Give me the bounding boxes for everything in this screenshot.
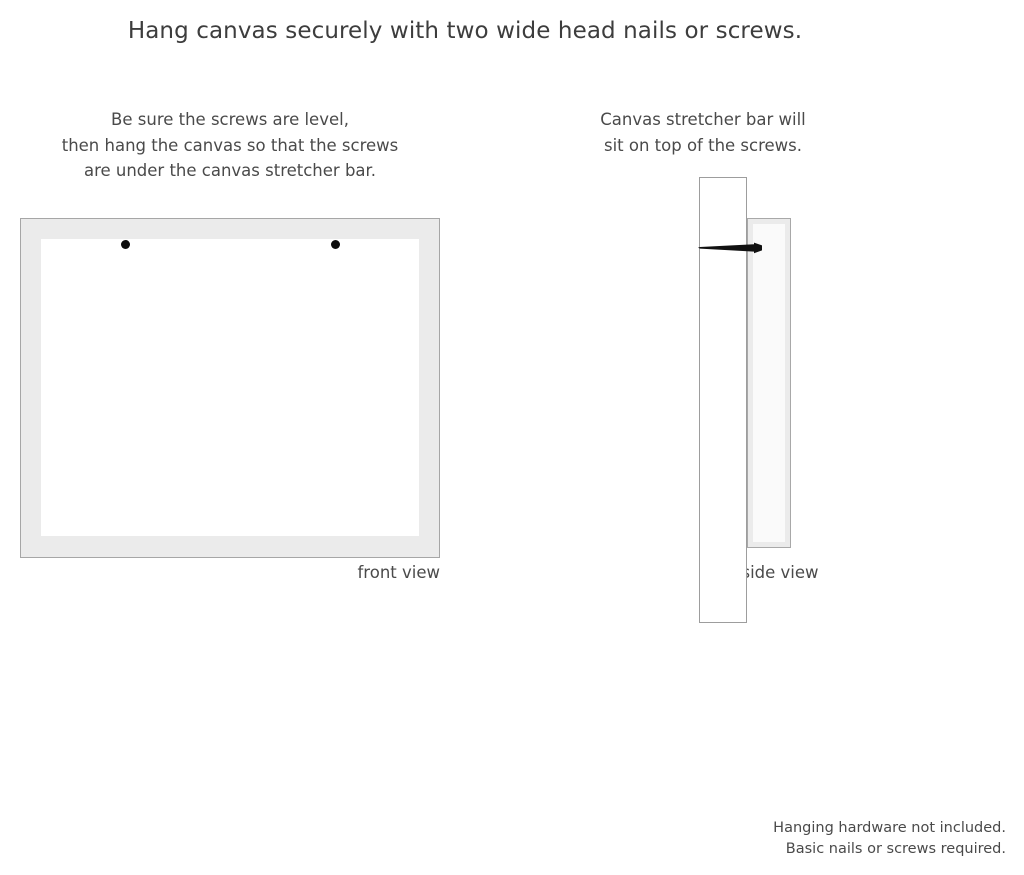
canvas-stretcher-bar-inner — [753, 224, 785, 542]
canvas-stretcher-bar-side — [747, 218, 791, 548]
canvas-face-front — [41, 239, 419, 536]
front-view-caption-line-1: Be sure the screws are level, — [111, 110, 349, 129]
side-view-caption-line-1: Canvas stretcher bar will — [600, 110, 806, 129]
footer-line-2: Basic nails or screws required. — [785, 841, 1006, 857]
front-view-caption-line-3: are under the canvas stretcher bar. — [83, 161, 377, 180]
side-view-caption-line-2: sit on top of the screws. — [603, 135, 803, 155]
front-view-caption: Be sure the screws are level, then hang … — [10, 107, 450, 184]
side-view-diagram — [698, 177, 809, 627]
front-view-label: front view — [357, 563, 441, 582]
screw-head-left-icon — [121, 240, 130, 249]
wall-side — [699, 177, 747, 623]
footer-disclaimer: Hanging hardware not included. Basic nai… — [566, 818, 1006, 860]
side-view-label: side view — [741, 563, 819, 582]
page-title: Hang canvas securely with two wide head … — [127, 18, 803, 44]
side-view-caption: Canvas stretcher bar will sit on top of … — [553, 107, 853, 158]
screw-head-right-icon — [331, 240, 340, 249]
screw-side-icon — [698, 242, 762, 254]
front-view-caption-line-2: then hang the canvas so that the screws — [61, 135, 399, 155]
front-view-diagram — [20, 218, 440, 558]
footer-line-1: Hanging hardware not included. — [773, 820, 1006, 836]
